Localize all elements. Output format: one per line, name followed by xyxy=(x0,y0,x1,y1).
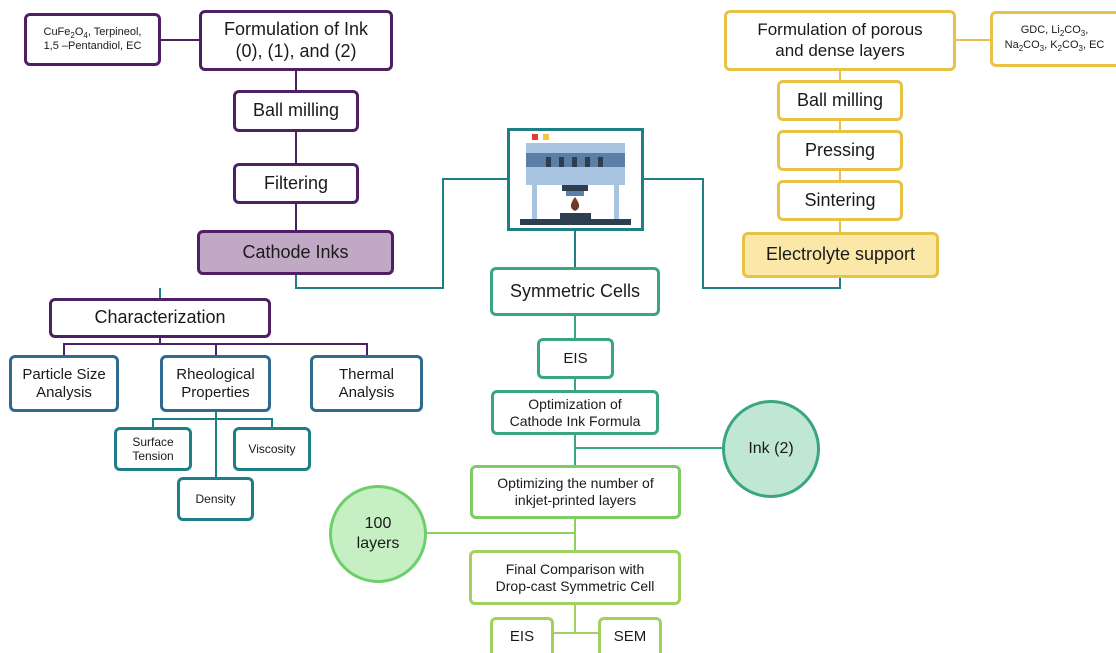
density-box: Density xyxy=(177,477,254,521)
particle-size-box: Particle Size Analysis xyxy=(9,355,119,412)
optimization-formula-box: Optimization of Cathode Ink Formula xyxy=(491,390,659,435)
symmetric-cells-box: Symmetric Cells xyxy=(490,267,660,316)
electrolyte-support-box: Electrolyte support xyxy=(742,232,939,278)
ball-milling-box-left: Ball milling xyxy=(233,90,359,132)
surface-tension-box: Surface Tension xyxy=(114,427,192,471)
ink-materials-box: CuFe2O4, Terpineol,1,5 –Pentandiol, EC xyxy=(24,13,161,66)
filtering-box: Filtering xyxy=(233,163,359,204)
eis-box-top: EIS xyxy=(537,338,614,379)
thermal-analysis-box: Thermal Analysis xyxy=(310,355,423,412)
rheological-properties-box: Rheological Properties xyxy=(160,355,271,412)
layer-materials-box: GDC, Li2CO3,Na2CO3, K2CO3, EC xyxy=(990,11,1116,67)
connector-printer-electrolyte xyxy=(644,178,841,289)
optimizing-layers-box: Optimizing the number of inkjet-printed … xyxy=(470,465,681,519)
final-comparison-box: Final Comparison with Drop-cast Symmetri… xyxy=(469,550,681,605)
formulation-layers-box: Formulation of porous and dense layers xyxy=(724,10,956,71)
cathode-inks-box: Cathode Inks xyxy=(197,230,394,275)
ball-milling-box-right: Ball milling xyxy=(777,80,903,121)
pressing-box: Pressing xyxy=(777,130,903,171)
characterization-box: Characterization xyxy=(49,298,271,338)
sintering-box: Sintering xyxy=(777,180,903,221)
ink-materials-text: CuFe2O4, Terpineol,1,5 –Pentandiol, EC xyxy=(43,25,142,53)
eis-box-bottom: EIS xyxy=(490,617,554,653)
printer-icon-frame xyxy=(507,128,644,231)
sem-box: SEM xyxy=(598,617,662,653)
layer-materials-text: GDC, Li2CO3,Na2CO3, K2CO3, EC xyxy=(1004,24,1105,54)
connector-rheological-sub xyxy=(152,418,273,427)
ink-2-circle: Ink (2) xyxy=(722,400,820,498)
layers-100-circle: 100 layers xyxy=(329,485,427,583)
connector-inks-printer xyxy=(295,178,507,289)
inkjet-printer-icon xyxy=(520,134,631,225)
viscosity-box: Viscosity xyxy=(233,427,311,471)
formulation-ink-box: Formulation of Ink (0), (1), and (2) xyxy=(199,10,393,71)
